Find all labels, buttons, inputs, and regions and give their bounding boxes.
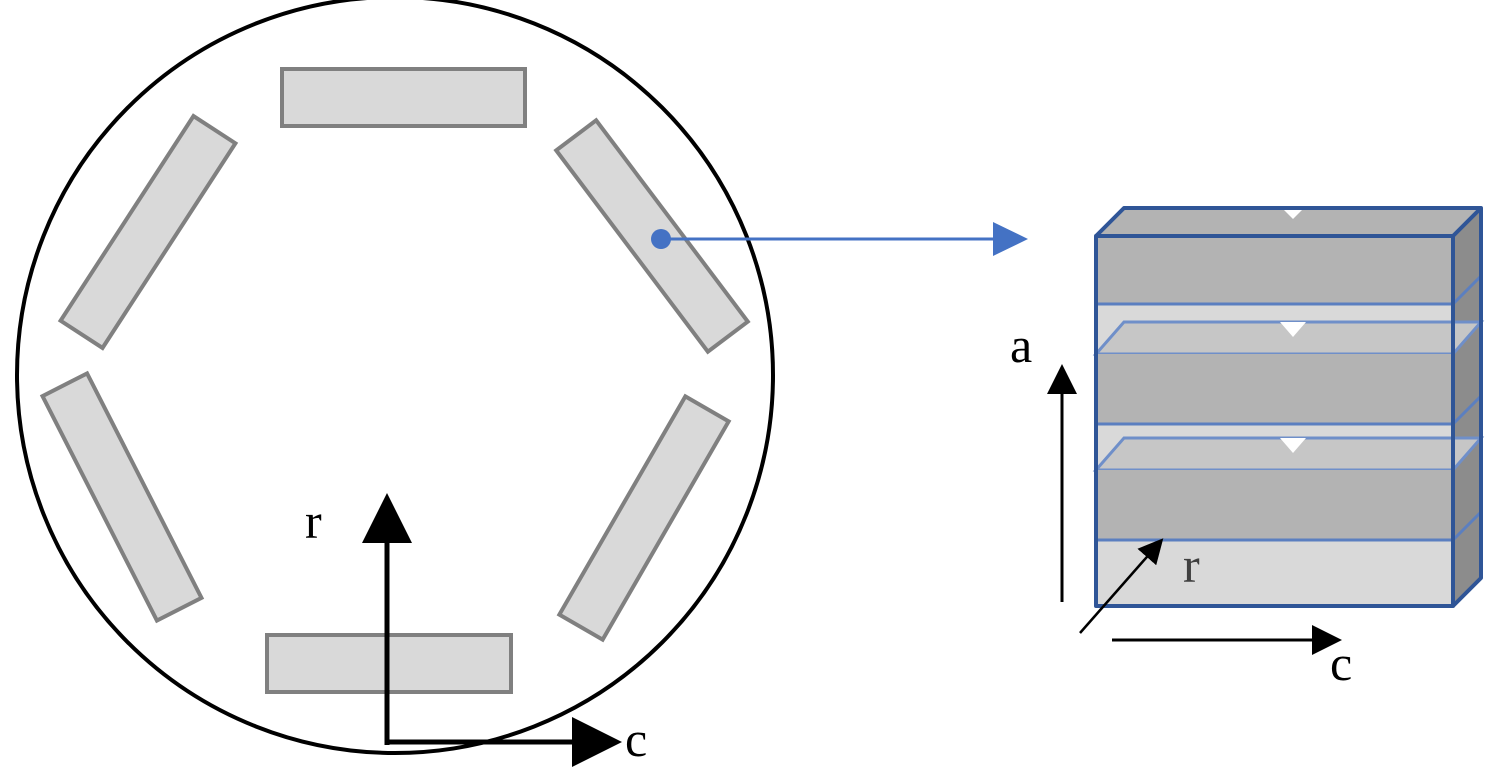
connector-arrowhead: [993, 222, 1028, 256]
block-radial-axis-arrow: [1079, 538, 1164, 634]
layer-1: [1096, 236, 1453, 304]
marker-low: [1280, 438, 1306, 453]
block-side-face: [1453, 208, 1481, 606]
block-circumferential-axis-label: c: [1330, 635, 1352, 691]
element-top: [280, 67, 527, 128]
block-frame: [1094, 206, 1483, 608]
marker-top: [1282, 208, 1304, 219]
layer-2: [1096, 354, 1453, 424]
block-radial-axis-label: r: [1183, 537, 1200, 593]
element-lower-left: [39, 370, 205, 624]
marker-mid: [1280, 322, 1306, 337]
cross-section: r c: [15, 0, 775, 767]
radial-axis-label: r: [305, 493, 322, 549]
block-base: [1096, 540, 1453, 606]
detail-block: a r c: [1010, 206, 1485, 691]
layer-markers: [1280, 208, 1306, 453]
element-upper-left: [57, 113, 239, 351]
circumferential-axis-label: c: [625, 711, 647, 767]
element-lower-right: [556, 393, 732, 643]
layer-3: [1096, 470, 1453, 540]
axial-axis-label: a: [1010, 317, 1032, 373]
block-top-face: [1096, 208, 1481, 236]
detail-connector: [651, 222, 1028, 256]
